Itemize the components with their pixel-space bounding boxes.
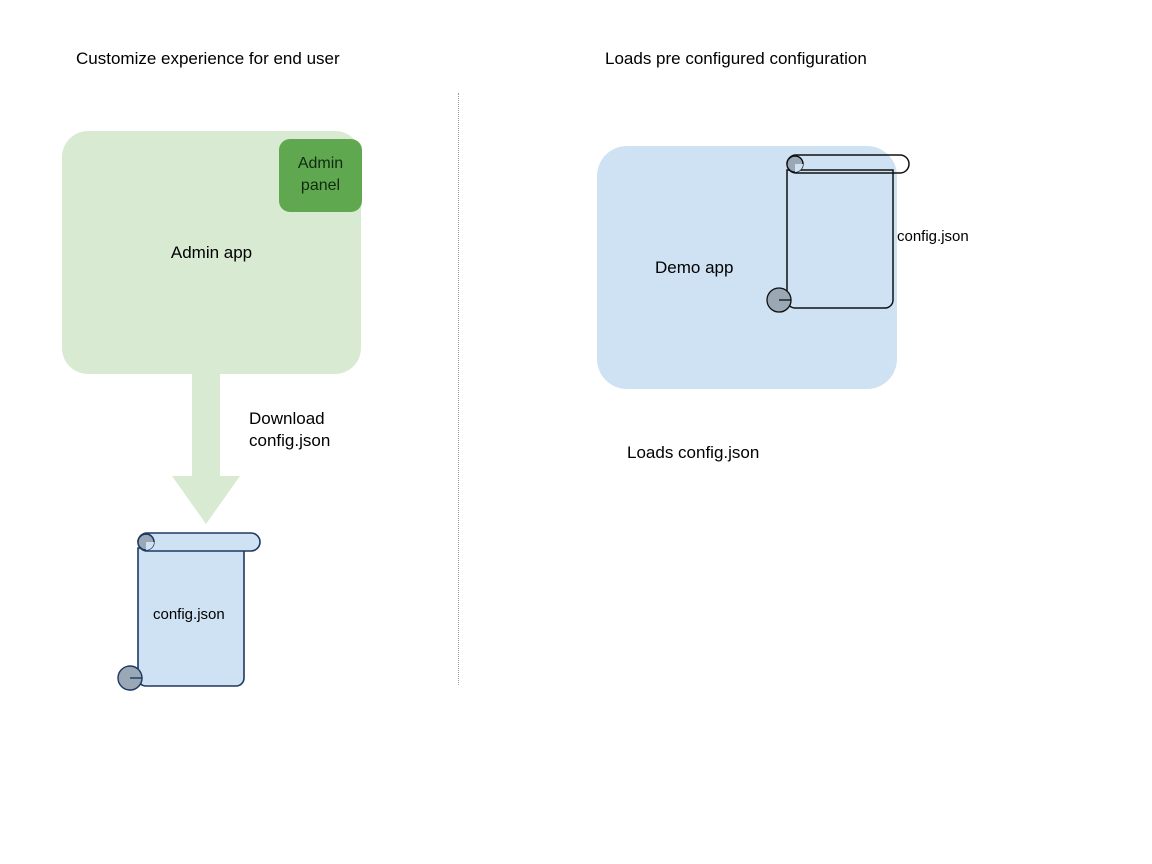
download-arrow-label: Download config.json	[249, 409, 331, 450]
admin-panel-label: Admin panel	[297, 155, 344, 194]
config-document-left-label: config.json	[153, 606, 225, 623]
demo-app-box[interactable]: Demo app	[597, 146, 897, 389]
left-column-header: Customize experience for end user	[76, 49, 340, 68]
config-document-left[interactable]: config.json	[108, 522, 283, 702]
admin-app-label: Admin app	[170, 243, 253, 262]
config-document-right[interactable]: config.json	[757, 144, 969, 324]
loads-config-caption: Loads config.json	[627, 443, 760, 462]
right-column-header: Loads pre configured configuration	[605, 49, 867, 68]
admin-panel-box[interactable]: Admin panel	[279, 139, 362, 212]
config-document-right-label: config.json	[897, 228, 969, 245]
demo-app-label: Demo app	[655, 258, 734, 277]
download-arrow	[170, 366, 242, 528]
column-divider	[458, 93, 459, 685]
